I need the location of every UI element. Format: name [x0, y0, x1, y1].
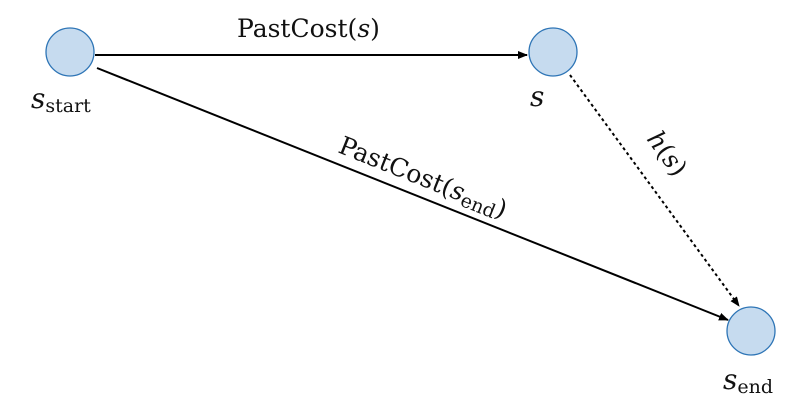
node-end-label: send [723, 363, 773, 398]
node-end [726, 306, 776, 356]
node-start-label: sstart [31, 82, 91, 117]
edge-start-to-end-label: PastCost(send) [334, 131, 512, 227]
node-s [528, 27, 578, 77]
node-s-label: s [530, 80, 544, 113]
edge-s-to-end-label: h(s) [641, 125, 693, 181]
edge-s-to-end-dotted [569, 74, 740, 307]
edge-start-to-end [96, 67, 729, 321]
node-start [45, 27, 95, 77]
edge-start-to-s-label: PastCost(s) [237, 14, 380, 43]
